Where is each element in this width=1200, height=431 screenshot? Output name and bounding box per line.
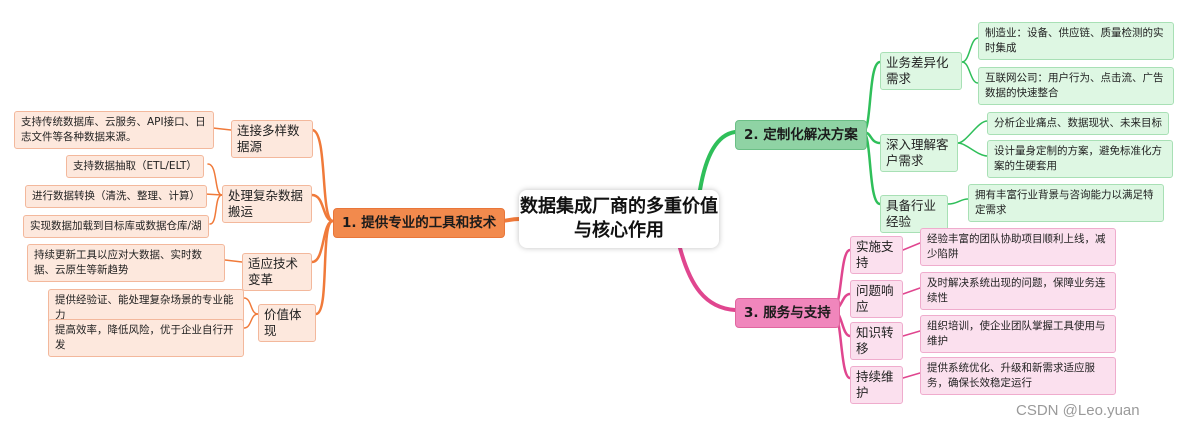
link-b2s2-l1 [957,120,988,144]
b1-sub-connect-sources[interactable]: 连接多样数据源 [231,120,313,158]
b1-s2-leaf-2[interactable]: 进行数据转换（清洗、整理、计算） [25,185,207,208]
b3-s1-leaf-1[interactable]: 经验丰富的团队协助项目顺利上线，减少陷阱 [920,228,1116,266]
link-b1-s2 [310,193,335,223]
b3-sub-issue-response[interactable]: 问题响应 [850,280,903,318]
branch-3-title[interactable]: 3. 服务与支持 [735,298,840,328]
link-b2s1-l1 [961,37,979,63]
link-b1-s1 [310,128,335,223]
link-b1s2-l2 [204,193,223,196]
link-b1s1-l1 [212,127,232,131]
b1-s1-leaf-1[interactable]: 支持传统数据库、云服务、API接口、日志文件等各种数据来源。 [14,111,214,149]
b2-s3-leaf-1[interactable]: 拥有丰富行业背景与咨询能力以满足特定需求 [968,184,1164,222]
link-b3s3-l1 [902,330,921,337]
b2-s1-leaf-1[interactable]: 制造业：设备、供应链、质量检测的实时集成 [978,22,1174,60]
link-b3s4-l1 [902,372,921,379]
link-b1s2-l3 [209,194,223,225]
b1-s3-leaf-1[interactable]: 持续更新工具以应对大数据、实时数据、云原生等新趋势 [27,244,225,282]
b3-s3-leaf-1[interactable]: 组织培训，使企业团队掌握工具使用与维护 [920,315,1116,353]
b3-sub-maintenance[interactable]: 持续维护 [850,366,903,404]
b3-s2-leaf-1[interactable]: 及时解决系统出现的问题，保障业务连续性 [920,272,1116,310]
b1-s4-leaf-2[interactable]: 提高效率，降低风险，优于企业自行开发 [48,319,244,357]
link-b1s4-l1 [243,297,259,315]
b1-sub-value[interactable]: 价值体现 [258,304,316,342]
link-b1s4-l2 [243,313,259,329]
b2-s1-leaf-2[interactable]: 互联网公司：用户行为、点击流、广告数据的快速整合 [978,67,1174,105]
b2-sub-business-needs[interactable]: 业务差异化需求 [880,52,962,90]
b1-s2-leaf-1[interactable]: 支持数据抽取（ETL/ELT） [66,155,204,178]
link-b1s2-l1 [207,163,223,196]
link-b2s1-l2 [961,61,979,84]
link-b2s2-l2 [957,142,988,157]
b1-sub-tech-change[interactable]: 适应技术变革 [242,253,312,291]
branch-1-title[interactable]: 1. 提供专业的工具和技术 [333,208,506,238]
central-topic[interactable]: 数据集成厂商的多重价值与核心作用 [519,190,719,248]
link-b1s3-l1 [224,259,243,263]
b2-s2-leaf-1[interactable]: 分析企业痛点、数据现状、未来目标 [987,112,1169,135]
b1-s2-leaf-3[interactable]: 实现数据加载到目标库或数据仓库/湖 [23,215,209,238]
b3-sub-knowledge-transfer[interactable]: 知识转移 [850,322,903,360]
link-b2s3-l1 [947,198,969,205]
b2-s2-leaf-2[interactable]: 设计量身定制的方案，避免标准化方案的生硬套用 [987,140,1173,178]
watermark: CSDN @Leo.yuan [1016,402,1140,419]
link-b3s1-l1 [902,242,921,251]
link-central-b2 [698,130,737,192]
branch-2-title[interactable]: 2. 定制化解决方案 [735,120,867,150]
b1-sub-complex-data[interactable]: 处理复杂数据搬运 [222,185,312,223]
link-b1-s3 [310,219,335,264]
link-b3s2-l1 [902,287,921,295]
b2-sub-industry-exp[interactable]: 具备行业经验 [880,195,948,233]
link-central-b3 [678,246,737,312]
b3-sub-implementation[interactable]: 实施支持 [850,236,903,274]
b3-s4-leaf-1[interactable]: 提供系统优化、升级和新需求适应服务，确保长效稳定运行 [920,357,1116,395]
link-b1-s4 [314,219,335,316]
b2-sub-understand-customer[interactable]: 深入理解客户需求 [880,134,958,172]
